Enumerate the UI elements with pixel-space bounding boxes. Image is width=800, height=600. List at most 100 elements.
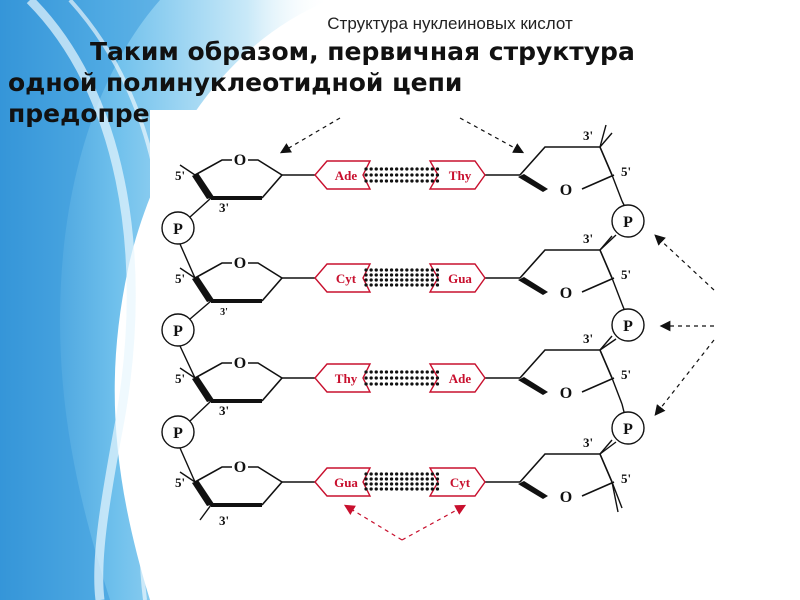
left-sugar-wedge bbox=[192, 276, 214, 302]
title-line-3: предопре bbox=[8, 99, 150, 128]
dashed-arrow bbox=[654, 234, 715, 291]
left-sugar-oxygen-label: O bbox=[234, 152, 246, 169]
right-c5-stem bbox=[611, 377, 623, 405]
left-backbone-bond bbox=[189, 300, 212, 320]
dashed-arrow bbox=[279, 117, 341, 154]
right-sugar-wedge bbox=[518, 377, 548, 395]
left-phosphate-label: P bbox=[173, 221, 183, 238]
left-sugar-right-edge bbox=[261, 481, 283, 506]
right-sugar-top-edge bbox=[519, 453, 613, 483]
dashed-arrow bbox=[459, 117, 525, 154]
right-sugar-top-edge bbox=[519, 146, 613, 176]
left-5prime-label: 5' bbox=[175, 371, 185, 386]
right-sugar-right-edge bbox=[581, 377, 615, 393]
left-base-label: Gua bbox=[334, 475, 358, 490]
left-phosphate-circle bbox=[161, 415, 195, 449]
left-c5-stem bbox=[179, 164, 196, 176]
left-backbone-bond bbox=[179, 243, 196, 279]
slide-header: Структура нуклеиновых кислот bbox=[327, 14, 573, 33]
right-sugar-top-edge bbox=[519, 249, 613, 279]
right-5prime-label: 5' bbox=[621, 164, 631, 179]
red-dashed-arrow bbox=[401, 504, 467, 541]
left-sugar-wedge bbox=[192, 173, 214, 199]
right-base-label: Cyt bbox=[450, 475, 471, 490]
right-c5-stem bbox=[611, 174, 623, 202]
right-chain-top-stem bbox=[599, 124, 607, 148]
left-sugar-oxygen-label: O bbox=[234, 355, 246, 372]
right-sugar-right-edge bbox=[581, 277, 615, 293]
right-3prime-label: 3' bbox=[583, 231, 593, 246]
right-backbone-bond bbox=[621, 303, 625, 310]
left-sugar-right-edge bbox=[261, 277, 283, 302]
left-5prime-label: 5' bbox=[175, 475, 185, 490]
right-backbone-bond bbox=[599, 234, 617, 251]
title-line-2: одной полинуклеотидной цепи bbox=[8, 68, 463, 97]
right-backbone-bond bbox=[621, 200, 625, 206]
left-sugar-right-edge bbox=[261, 174, 283, 199]
right-phosphate-circle bbox=[611, 411, 645, 445]
right-sugar-oxygen-label: O bbox=[560, 182, 572, 199]
left-oxygen-bg bbox=[232, 152, 248, 166]
right-phosphate-circle bbox=[611, 204, 645, 238]
right-3prime-label: 3' bbox=[583, 435, 593, 450]
left-sugar-oxygen-label: O bbox=[234, 255, 246, 272]
right-sugar-wedge bbox=[518, 277, 548, 295]
right-phosphate-label: P bbox=[623, 421, 633, 438]
right-base-label: Gua bbox=[448, 271, 472, 286]
left-oxygen-bg bbox=[232, 355, 248, 369]
dashed-arrow bbox=[654, 339, 715, 416]
left-phosphate-label: P bbox=[173, 425, 183, 442]
left-backbone-bond bbox=[189, 197, 212, 218]
right-phosphate-label: P bbox=[623, 214, 633, 231]
left-oxygen-bg bbox=[232, 255, 248, 269]
left-5prime-label: 5' bbox=[175, 271, 185, 286]
right-backbone-bond bbox=[599, 338, 617, 351]
left-3prime-label: 3' bbox=[219, 200, 229, 215]
right-base-label: Thy bbox=[449, 168, 472, 183]
left-base-label: Ade bbox=[335, 168, 358, 183]
right-oxygen-bg bbox=[557, 384, 573, 400]
right-5prime-label: 5' bbox=[621, 367, 631, 382]
right-c3-stem bbox=[599, 335, 613, 351]
right-sugar-oxygen-label: O bbox=[560, 385, 572, 402]
right-sugar-oxygen-label: O bbox=[560, 489, 572, 506]
right-oxygen-bg bbox=[557, 181, 573, 197]
right-chain-end-stem bbox=[611, 481, 619, 513]
right-sugar-wedge bbox=[518, 174, 548, 192]
right-base-shape bbox=[428, 263, 486, 293]
left-sugar-right-edge bbox=[261, 377, 283, 402]
right-backbone-bond bbox=[599, 441, 617, 455]
left-3prime-label: 3' bbox=[219, 403, 229, 418]
right-3prime-label: 3' bbox=[583, 331, 593, 346]
left-sugar-wedge bbox=[192, 480, 214, 506]
right-5prime-label: 5' bbox=[621, 267, 631, 282]
left-backbone-bond bbox=[179, 447, 196, 483]
left-base-shape bbox=[314, 263, 372, 293]
left-c5-stem bbox=[179, 471, 196, 483]
left-phosphate-circle bbox=[161, 211, 195, 245]
red-dashed-arrow bbox=[343, 504, 403, 541]
left-base-label: Cyt bbox=[336, 271, 357, 286]
right-3prime-label: 3' bbox=[583, 128, 593, 143]
right-sugar-top-edge bbox=[519, 349, 613, 379]
left-sugar-oxygen-label: O bbox=[234, 459, 246, 476]
right-base-label: Ade bbox=[449, 371, 472, 386]
left-phosphate-circle bbox=[161, 313, 195, 347]
left-c5-stem bbox=[179, 267, 196, 279]
right-base-shape bbox=[428, 467, 486, 497]
left-oxygen-bg bbox=[232, 459, 248, 473]
left-sugar-wedge bbox=[192, 376, 214, 402]
left-base-shape bbox=[314, 160, 372, 190]
left-backbone-bond bbox=[179, 345, 196, 379]
left-3prime-label: 3' bbox=[220, 307, 228, 318]
left-base-shape bbox=[314, 363, 372, 393]
left-base-shape bbox=[314, 467, 372, 497]
right-c5-stem bbox=[611, 277, 623, 305]
left-base-label: Thy bbox=[335, 371, 358, 386]
right-phosphate-label: P bbox=[623, 318, 633, 335]
right-sugar-oxygen-label: O bbox=[560, 285, 572, 302]
right-oxygen-bg bbox=[557, 488, 573, 504]
right-sugar-right-edge bbox=[581, 481, 615, 497]
